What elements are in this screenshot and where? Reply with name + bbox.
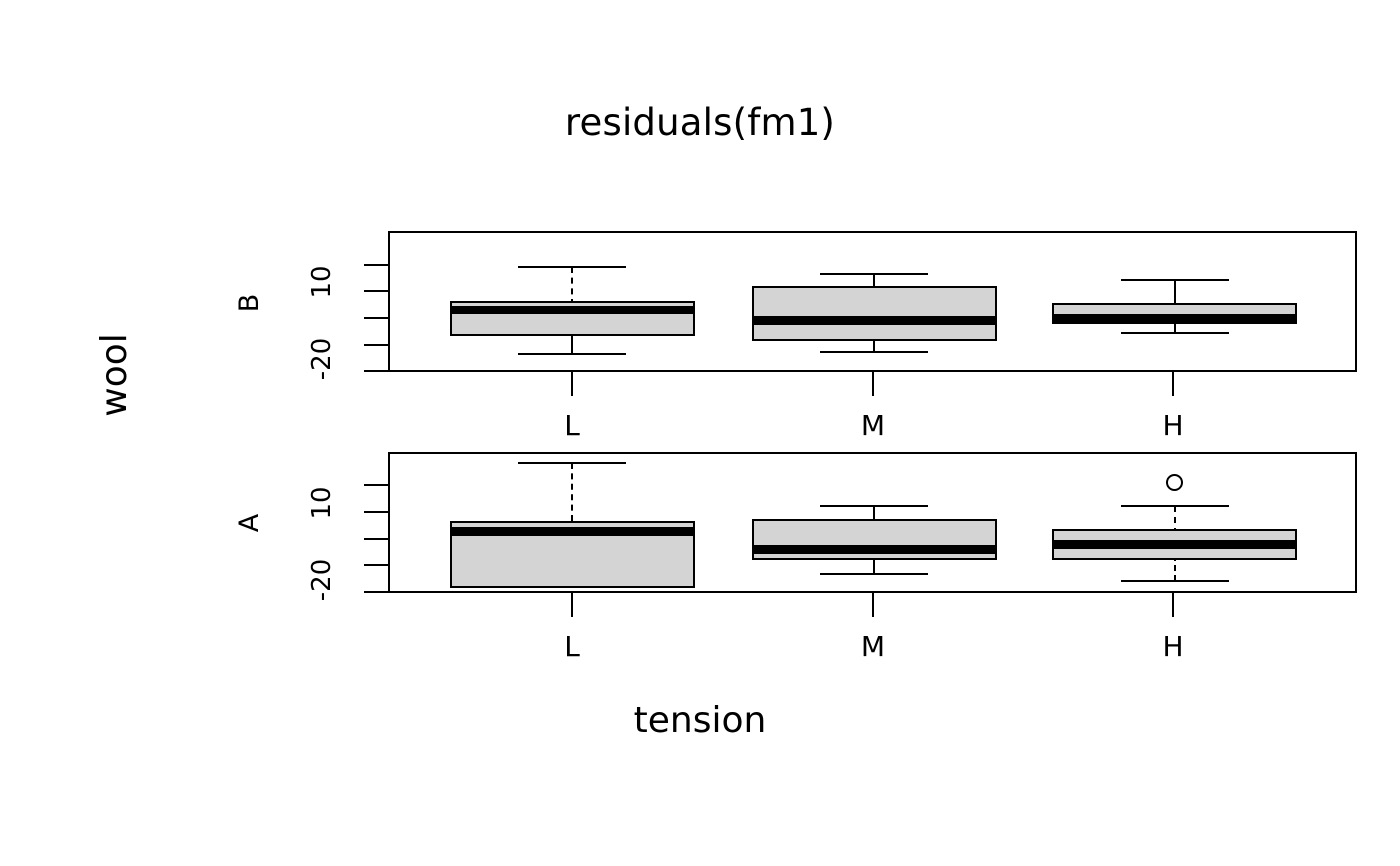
whisker-cap-upper-b-h bbox=[1121, 279, 1229, 281]
whisker-lower-a-m bbox=[873, 557, 875, 574]
whisker-upper-b-m bbox=[873, 274, 875, 293]
page-title: residuals(fm1) bbox=[564, 101, 836, 144]
whisker-lower-a-h bbox=[1174, 555, 1176, 581]
x-tick-mark bbox=[571, 372, 573, 396]
median-line-b-l bbox=[450, 306, 695, 314]
y-tick-mark bbox=[364, 511, 388, 513]
x-tick-mark bbox=[1172, 593, 1174, 617]
whisker-cap-upper-b-m bbox=[820, 273, 928, 275]
y-tick-label-top-10: 10 bbox=[307, 265, 337, 299]
whisker-cap-upper-a-h bbox=[1121, 505, 1229, 507]
whisker-cap-lower-b-l bbox=[518, 353, 626, 355]
whisker-cap-lower-a-m bbox=[820, 573, 928, 575]
whisker-cap-lower-b-h bbox=[1121, 332, 1229, 334]
y-tick-label-bottom-10: 10 bbox=[307, 486, 337, 520]
whisker-cap-lower-a-h bbox=[1121, 580, 1229, 582]
panel-wool-b bbox=[388, 231, 1357, 372]
x-tick-label-bottom-m: M bbox=[860, 630, 886, 663]
y-tick-mark bbox=[364, 591, 388, 593]
y-tick-label-top-minus20: -20 bbox=[307, 337, 337, 381]
y-tick-mark bbox=[364, 290, 388, 292]
median-line-b-h bbox=[1052, 314, 1297, 322]
whisker-lower-b-l bbox=[571, 321, 573, 354]
median-line-a-m bbox=[752, 545, 997, 554]
outlier-point-a-h bbox=[1166, 474, 1183, 491]
whisker-cap-lower-b-m bbox=[820, 351, 928, 353]
x-tick-mark bbox=[872, 372, 874, 396]
median-line-a-h bbox=[1052, 540, 1297, 549]
whisker-upper-a-h bbox=[1174, 506, 1176, 534]
strip-label-a: A bbox=[234, 513, 265, 533]
median-line-b-m bbox=[752, 316, 997, 325]
y-tick-label-bottom-minus20: -20 bbox=[307, 558, 337, 602]
x-tick-label-bottom-l: L bbox=[564, 630, 580, 663]
x-tick-mark bbox=[571, 593, 573, 617]
whisker-upper-b-h bbox=[1174, 280, 1176, 304]
box-b-m bbox=[752, 286, 997, 341]
y-axis-label: wool bbox=[94, 333, 135, 417]
y-tick-mark bbox=[364, 564, 388, 566]
y-tick-mark bbox=[364, 264, 388, 266]
x-tick-mark bbox=[1172, 372, 1174, 396]
y-tick-mark bbox=[364, 317, 388, 319]
x-tick-label-bottom-h: H bbox=[1162, 630, 1184, 663]
y-tick-mark bbox=[364, 484, 388, 486]
y-tick-mark bbox=[364, 538, 388, 540]
x-tick-label-top-l: L bbox=[564, 409, 580, 442]
x-tick-mark bbox=[872, 593, 874, 617]
whisker-upper-a-l bbox=[571, 463, 573, 521]
median-line-a-l bbox=[450, 527, 695, 536]
x-tick-label-top-m: M bbox=[860, 409, 886, 442]
whisker-cap-upper-a-l bbox=[518, 462, 626, 464]
whisker-cap-upper-b-l bbox=[518, 266, 626, 268]
whisker-lower-b-m bbox=[873, 333, 875, 352]
strip-label-b: B bbox=[234, 293, 265, 313]
y-tick-mark bbox=[364, 344, 388, 346]
y-tick-mark bbox=[364, 370, 388, 372]
panel-wool-a bbox=[388, 452, 1357, 593]
whisker-lower-b-h bbox=[1174, 321, 1176, 333]
whisker-upper-a-m bbox=[873, 506, 875, 523]
x-tick-label-top-h: H bbox=[1162, 409, 1184, 442]
whisker-cap-upper-a-m bbox=[820, 505, 928, 507]
x-axis-label: tension bbox=[633, 700, 767, 741]
